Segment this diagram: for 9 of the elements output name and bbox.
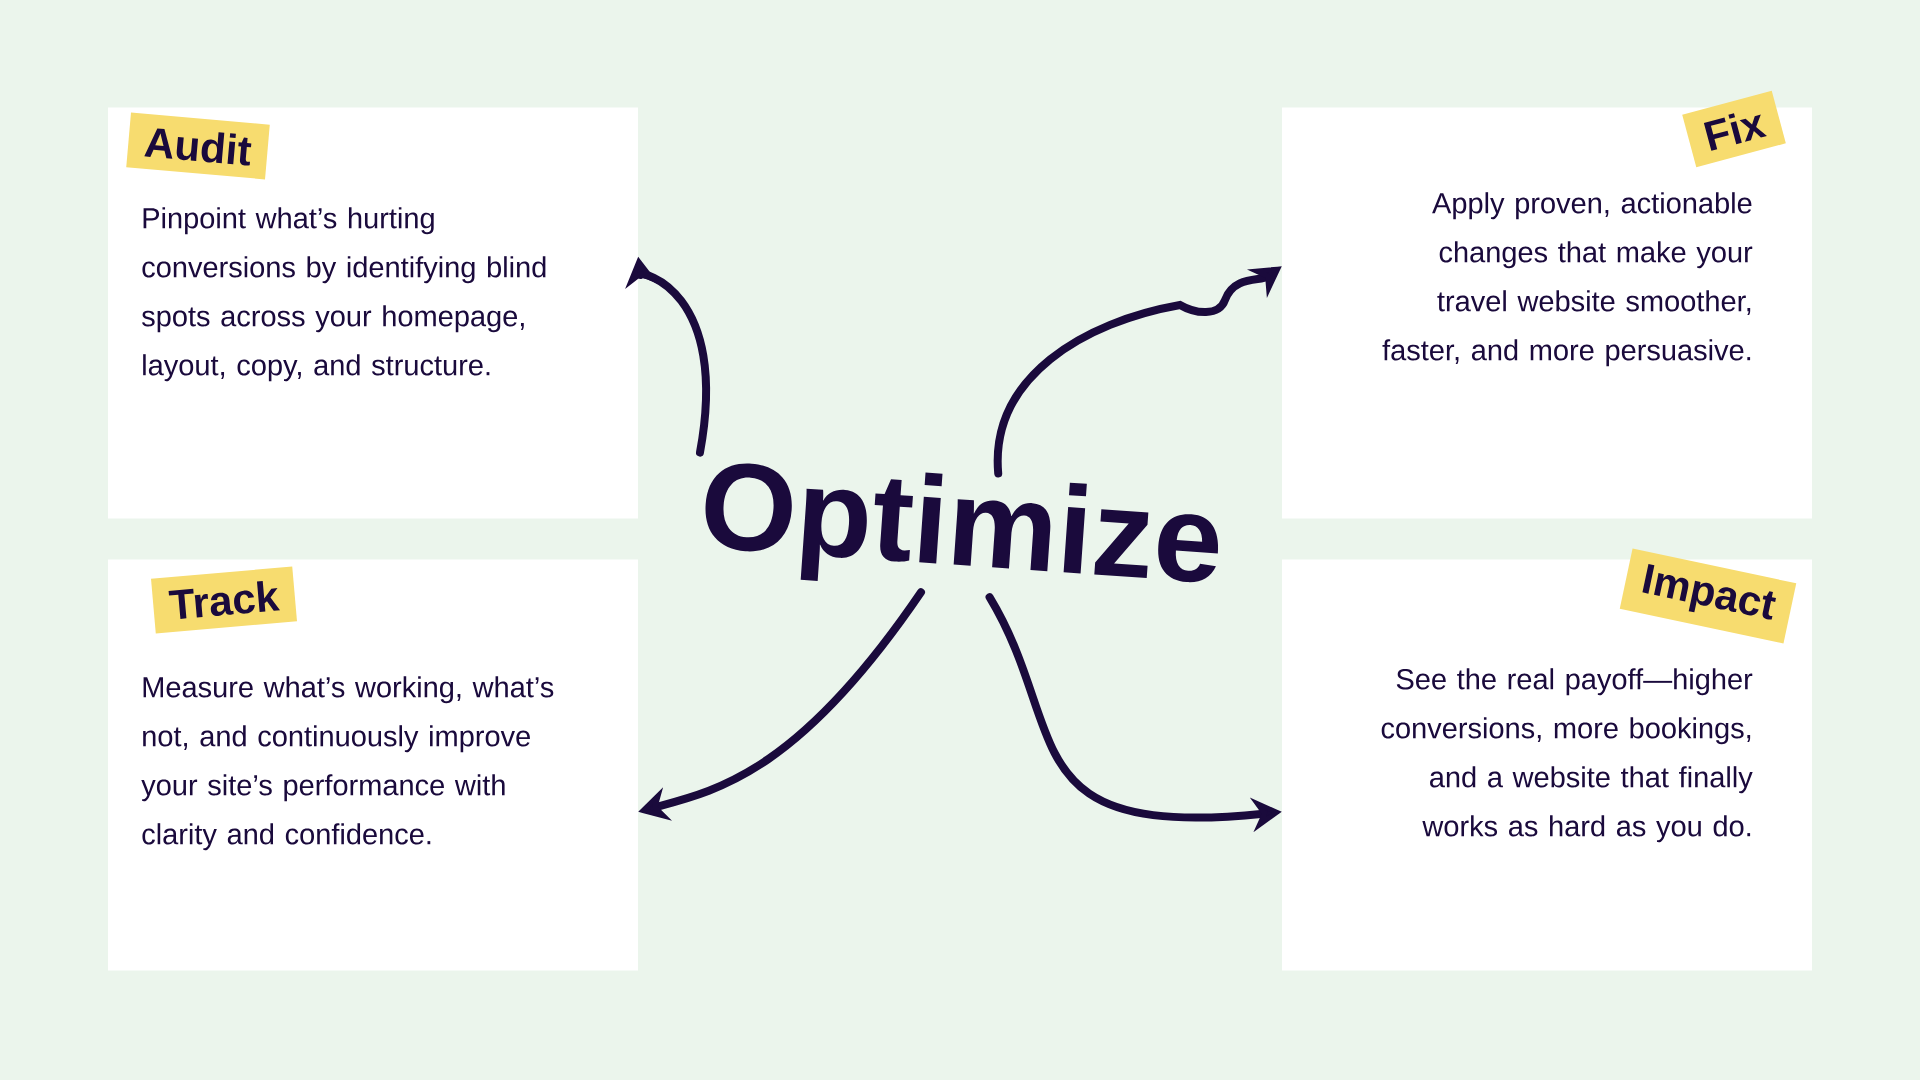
card-text: Apply proven, actionable changes that make your travel website smoother, faster, and more persuasive.: [1382, 192, 1753, 367]
tag-label: Audit: [126, 112, 270, 180]
card-text: Measure what’s working, what’s not, and continuously improve your site’s performance with clarity and confidence.: [141, 676, 554, 851]
tag-label: Fix: [1682, 90, 1786, 168]
tag-label: Impact: [1619, 548, 1797, 644]
card-text: See the real payoff—higher conversions, more bookings, and a website that finally works as hard as you do.: [1381, 668, 1753, 843]
center-title: Optimize: [705, 463, 1219, 583]
tag-label: Track: [151, 566, 297, 634]
card-text: Pinpoint what’s hurting conversions by identifying blind spots across your homepage, layout, copy, and structure.: [142, 207, 546, 382]
